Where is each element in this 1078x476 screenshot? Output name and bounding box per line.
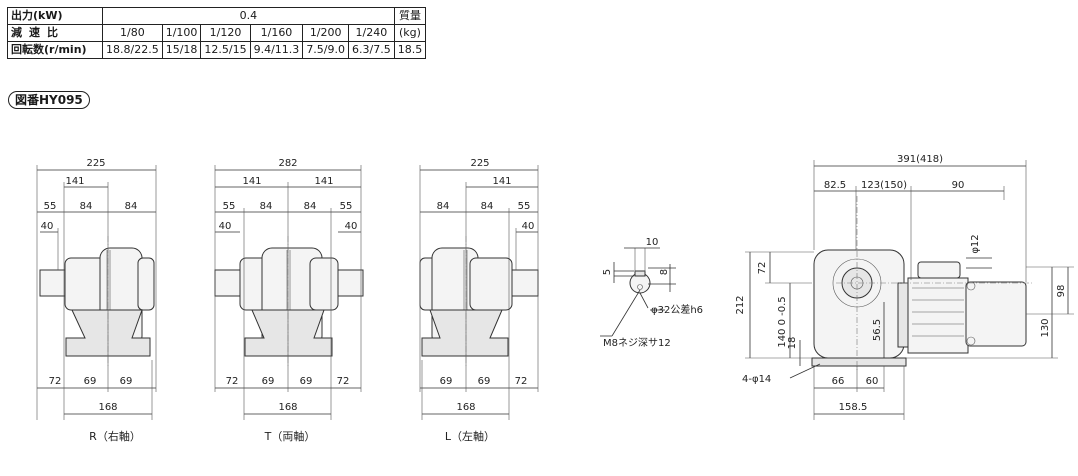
dim-phi12: φ12 bbox=[970, 234, 981, 253]
dim-t-69b: 69 bbox=[300, 376, 313, 387]
dim-t-40a: 40 bbox=[219, 221, 232, 232]
dim-l-72: 72 bbox=[515, 376, 528, 387]
dim-t-40b: 40 bbox=[345, 221, 358, 232]
dim-18: 18 bbox=[787, 337, 798, 350]
shaft-end-detail: 10 5 8 φ32公差h6 M8ネジ深サ12 bbox=[600, 237, 703, 349]
dim-t-282: 282 bbox=[278, 158, 297, 169]
dim-130: 130 bbox=[1040, 318, 1051, 337]
terminal-box bbox=[917, 261, 961, 279]
mounting-foot bbox=[811, 357, 907, 367]
dim-t-84b: 84 bbox=[304, 201, 317, 212]
caption-t: T（両軸） bbox=[264, 429, 316, 443]
side-view-with-motor: 391(418) 82.5 123(150) 90 φ12 72 212 140… bbox=[735, 154, 1074, 420]
dim-123-150: 123(150) bbox=[861, 180, 907, 191]
speed-cell: 6.3/7.5 bbox=[348, 41, 395, 59]
dim-t-141a: 141 bbox=[242, 176, 261, 187]
figure-number-badge: 図番HY095 bbox=[8, 91, 90, 109]
dim-t-141b: 141 bbox=[314, 176, 333, 187]
dim-l-84b: 84 bbox=[481, 201, 494, 212]
dim-r-72: 72 bbox=[49, 376, 62, 387]
ratio-cell: 1/240 bbox=[348, 24, 395, 42]
dim-72: 72 bbox=[757, 262, 768, 275]
dim-158-5: 158.5 bbox=[839, 402, 868, 413]
dim-r-84a: 84 bbox=[80, 201, 93, 212]
dim-82-5: 82.5 bbox=[824, 180, 846, 191]
dim-t-72a: 72 bbox=[226, 376, 239, 387]
dim-56-5: 56.5 bbox=[872, 319, 883, 341]
caption-r: R（右軸） bbox=[89, 429, 141, 443]
dim-l-69a: 69 bbox=[440, 376, 453, 387]
dim-t-72b: 72 bbox=[337, 376, 350, 387]
ratio-cell: 1/100 bbox=[161, 24, 202, 42]
dim-t-55b: 55 bbox=[340, 201, 353, 212]
dim-shaft-diameter: φ32公差h6 bbox=[651, 303, 703, 316]
row-speed-label: 回転数(r/min) bbox=[7, 41, 103, 59]
dim-mount-holes: 4-φ14 bbox=[742, 374, 771, 385]
dim-t-55a: 55 bbox=[223, 201, 236, 212]
view-l: 225 141 84 84 55 40 69 69 72 168 L（左軸） bbox=[419, 158, 539, 443]
dim-r-40: 40 bbox=[41, 221, 54, 232]
dim-r-55: 55 bbox=[44, 201, 57, 212]
dim-66: 66 bbox=[832, 376, 845, 387]
dim-98: 98 bbox=[1056, 285, 1067, 298]
dim-r-69b: 69 bbox=[120, 376, 133, 387]
output-shaft bbox=[39, 269, 69, 297]
output-shaft bbox=[507, 269, 539, 297]
dim-shaft-8: 8 bbox=[659, 269, 670, 275]
dim-key-depth: 5 bbox=[602, 269, 613, 275]
dim-tapped-hole: M8ネジ深サ12 bbox=[603, 337, 671, 349]
mounting-foot bbox=[244, 309, 333, 357]
speed-cell: 18.8/22.5 bbox=[102, 41, 163, 59]
gear-housing-right bbox=[137, 257, 155, 311]
dim-l-55: 55 bbox=[518, 201, 531, 212]
reducer-housing bbox=[813, 249, 905, 359]
dim-l-168: 168 bbox=[456, 402, 475, 413]
dim-l-141: 141 bbox=[492, 176, 511, 187]
dim-l-84a: 84 bbox=[437, 201, 450, 212]
dim-r-141: 141 bbox=[65, 176, 84, 187]
view-t: 282 141 141 55 84 84 55 40 40 72 69 69 7… bbox=[214, 158, 364, 443]
motor-end-cover bbox=[965, 281, 1027, 347]
dim-r-225: 225 bbox=[86, 158, 105, 169]
ratio-cell: 1/80 bbox=[102, 24, 163, 42]
dim-l-69b: 69 bbox=[478, 376, 491, 387]
dim-60: 60 bbox=[866, 376, 879, 387]
speed-cell: 7.5/9.0 bbox=[302, 41, 350, 59]
speed-cell: 12.5/15 bbox=[200, 41, 251, 59]
ratio-cell: 1/200 bbox=[302, 24, 350, 42]
mass-value: 18.5 bbox=[393, 41, 427, 59]
dim-l-225: 225 bbox=[470, 158, 489, 169]
dim-r-84b: 84 bbox=[125, 201, 138, 212]
dim-90: 90 bbox=[952, 180, 965, 191]
speed-cell: 9.4/11.3 bbox=[249, 41, 304, 59]
spec-table: 出力(kW) 0.4 質量 減速比 1/80 1/100 1/120 1/160… bbox=[7, 7, 427, 59]
dim-140-tol: 140 0 -0.5 bbox=[777, 296, 788, 347]
mounting-foot bbox=[421, 309, 509, 357]
dim-overall-length: 391(418) bbox=[897, 154, 943, 165]
caption-l: L（左軸） bbox=[445, 429, 495, 443]
motor-frame bbox=[907, 277, 969, 354]
dim-r-69a: 69 bbox=[84, 376, 97, 387]
dim-t-69a: 69 bbox=[262, 376, 275, 387]
dim-t-168: 168 bbox=[278, 402, 297, 413]
dim-r-168: 168 bbox=[98, 402, 117, 413]
view-r: 225 141 55 84 84 40 72 69 69 168 R（右軸） bbox=[36, 158, 157, 443]
dim-key-width: 10 bbox=[646, 237, 659, 248]
dim-l-40: 40 bbox=[522, 221, 535, 232]
dim-212: 212 bbox=[735, 295, 746, 314]
dim-t-84a: 84 bbox=[260, 201, 273, 212]
